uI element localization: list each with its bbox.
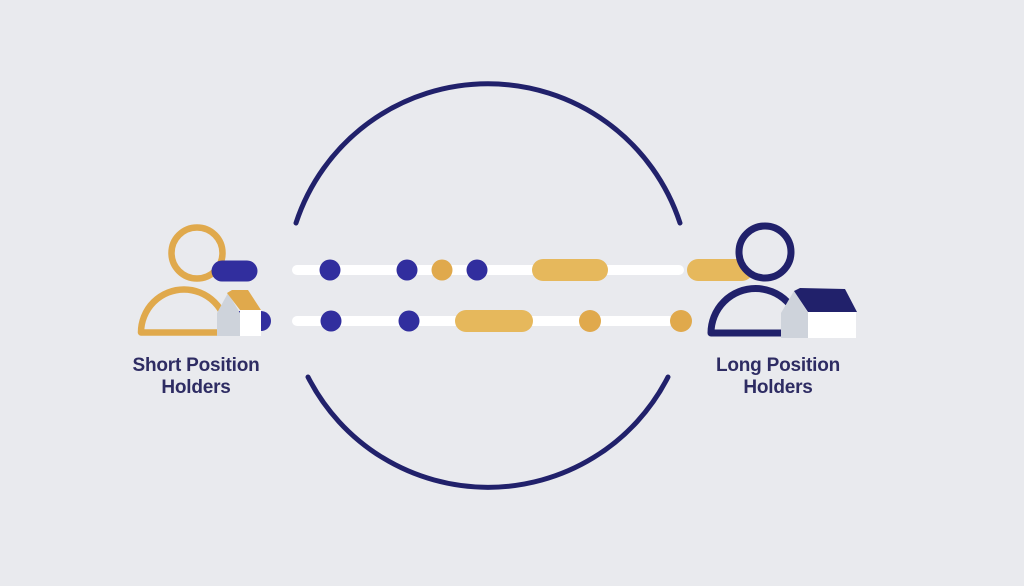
- long-position-label: Long Position Holders: [715, 355, 841, 398]
- house-roof: [794, 288, 857, 312]
- flow-dot-navy: [466, 259, 488, 281]
- long-position-holder-icon: [707, 222, 804, 337]
- person-body: [137, 286, 231, 336]
- house-gable: [781, 291, 808, 338]
- flow-dot-navy: [320, 310, 342, 332]
- flow-dot-navy: [398, 310, 420, 332]
- short-position-label: Short Position Holders: [132, 355, 260, 398]
- house-front: [808, 312, 856, 338]
- flow-dot-amber: [579, 310, 601, 332]
- flow-dot-amber: [670, 310, 692, 332]
- flow-dot-amber: [431, 259, 453, 281]
- house-front: [240, 310, 261, 336]
- house-gable: [217, 293, 240, 336]
- person-head: [168, 224, 226, 282]
- house-roof: [227, 290, 261, 310]
- flow-line-top: [319, 259, 753, 281]
- circle-bottom-arc: [305, 374, 671, 490]
- exchange-circle: [293, 81, 683, 490]
- small-house-icon: [217, 290, 261, 336]
- short-position-holder-icon: [137, 224, 231, 336]
- large-house-icon: [781, 288, 857, 338]
- flow-dot-navy: [396, 259, 418, 281]
- circle-top-arc: [293, 81, 683, 226]
- flow-dot-navy: [319, 259, 341, 281]
- flow-line-bottom: [320, 310, 692, 332]
- person-head: [735, 222, 795, 282]
